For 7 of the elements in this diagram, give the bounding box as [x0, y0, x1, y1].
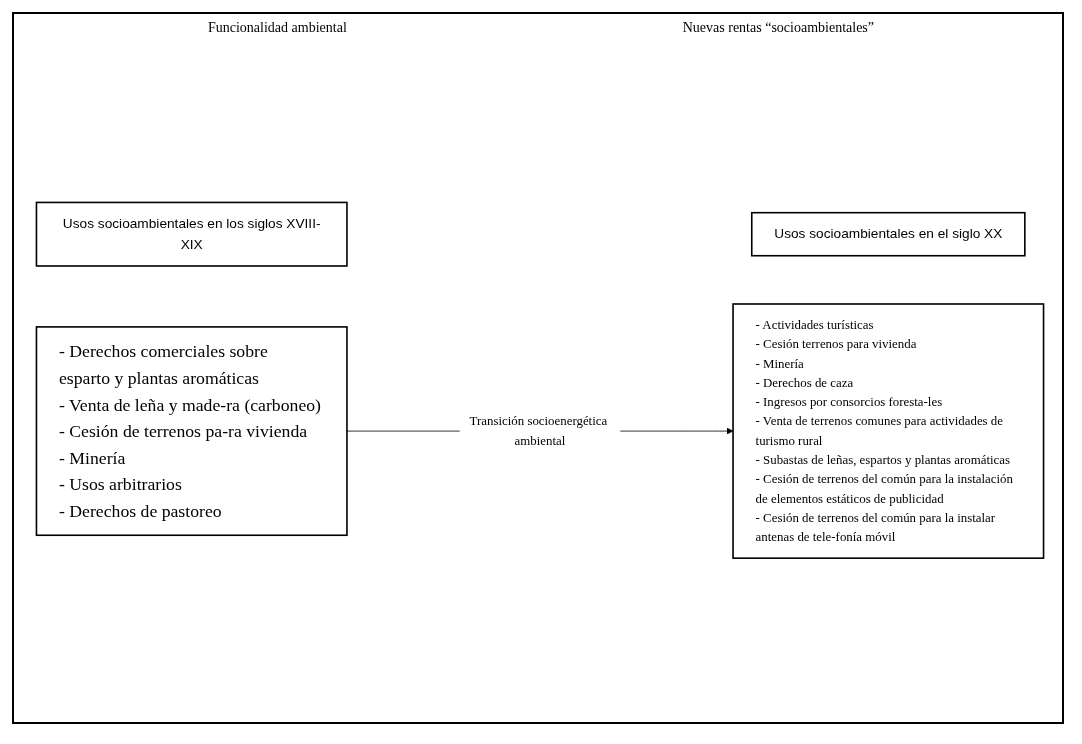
node-box: Usos socioambientales en los siglos XVIII-XIX	[35, 201, 348, 267]
node-box: - Actividades turísticas - Cesión terrenos para vivienda - Minería - Derechos de caza - Ingresos por consorcios foresta-les - Venta de terrenos comunes para actividades de turismo rural - Subastas de leñas, espartos y plantas aromáticas - Cesión de terrenos del común para la instalación de elementos estáticos de publicidad - Cesión de terrenos del común para la instalar antenas de tele-fonía móvil	[732, 302, 1045, 559]
node-box: Usos socioambientales en el siglo XX	[750, 211, 1026, 257]
edge-label: Transición socioenergética ambiental	[469, 413, 608, 447]
subtitle-text: Funcionalidad ambiental	[208, 20, 347, 36]
subtitle-text: Nuevas rentas “socioambientales”	[682, 20, 874, 36]
node-box: - Derechos comerciales sobre esparto y plantas aromáticas - Venta de leña y made-ra (carboneo) - Cesión de terrenos pa-ra vivienda - Minería - Usos arbitrarios - Derechos de pastoreo	[35, 325, 348, 536]
